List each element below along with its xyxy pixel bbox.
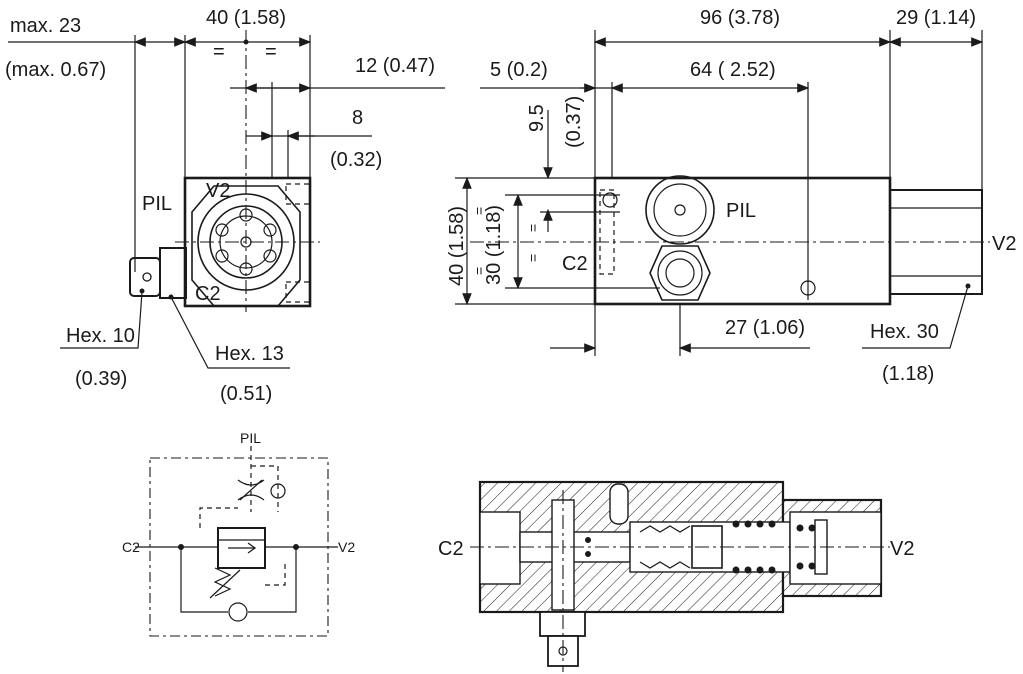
equal-mark-4: =: [471, 267, 487, 275]
end-view: max. 23 (max. 0.67) 40 (1.58) = = 12 (0.…: [5, 7, 445, 405]
dim-29-label: 29 (1.14): [896, 7, 976, 29]
dim-96-label: 96 (3.78): [700, 7, 780, 29]
side-view: 96 (3.78) 29 (1.14) 5 (0.2) 64 ( 2.52) 9…: [446, 7, 1016, 385]
max23-label: max. 23: [10, 15, 81, 37]
dim-64-label: 64 ( 2.52): [690, 59, 776, 81]
hex10-label: Hex. 10: [66, 325, 135, 347]
section-c2-label: C2: [438, 538, 464, 560]
schematic-v2-label: V2: [338, 539, 355, 555]
equal-mark-6: =: [525, 254, 541, 262]
section-v2-label: V2: [890, 538, 914, 560]
dim-30v-label: 30 (1.18): [483, 205, 505, 285]
side-view-pil-label: PIL: [726, 200, 756, 222]
side-view-v2-label: V2: [992, 233, 1016, 255]
cross-section: C2 V2: [438, 480, 914, 672]
dim-032-label: (0.32): [330, 149, 382, 171]
hex10-in-label: (0.39): [75, 368, 127, 390]
dim-12-label: 12 (0.47): [355, 55, 435, 77]
hex13-in-label: (0.51): [220, 383, 272, 405]
equal-mark-5: =: [525, 224, 541, 232]
side-view-body: [593, 176, 892, 306]
dim-8-label: 8: [352, 107, 363, 129]
end-view-v2-label: V2: [206, 180, 230, 202]
hydraulic-schematic: PIL C2 V2: [122, 430, 355, 637]
hex30-label: Hex. 30: [870, 321, 939, 343]
end-view-c2-label: C2: [195, 283, 221, 305]
hex13-label: Hex. 13: [215, 343, 284, 365]
dim-95-label: 9.5: [526, 104, 548, 132]
dim-27-label: 27 (1.06): [725, 317, 805, 339]
dim-40-top-label: 40 (1.58): [206, 7, 286, 29]
schematic-pil-label: PIL: [240, 430, 261, 446]
side-view-c2-label: C2: [562, 253, 588, 275]
max067-label: (max. 0.67): [5, 59, 106, 81]
schematic-c2-label: C2: [122, 539, 140, 555]
dim-40v-label: 40 (1.58): [446, 206, 468, 286]
end-view-pil-label: PIL: [142, 193, 172, 215]
hex30-in-label: (1.18): [882, 363, 934, 385]
dim-5-label: 5 (0.2): [490, 59, 548, 81]
equal-mark-1: =: [213, 41, 225, 63]
equal-mark-2: =: [265, 41, 277, 63]
dim-037-label: (0.37): [563, 96, 585, 148]
equal-mark-3: =: [471, 207, 487, 215]
